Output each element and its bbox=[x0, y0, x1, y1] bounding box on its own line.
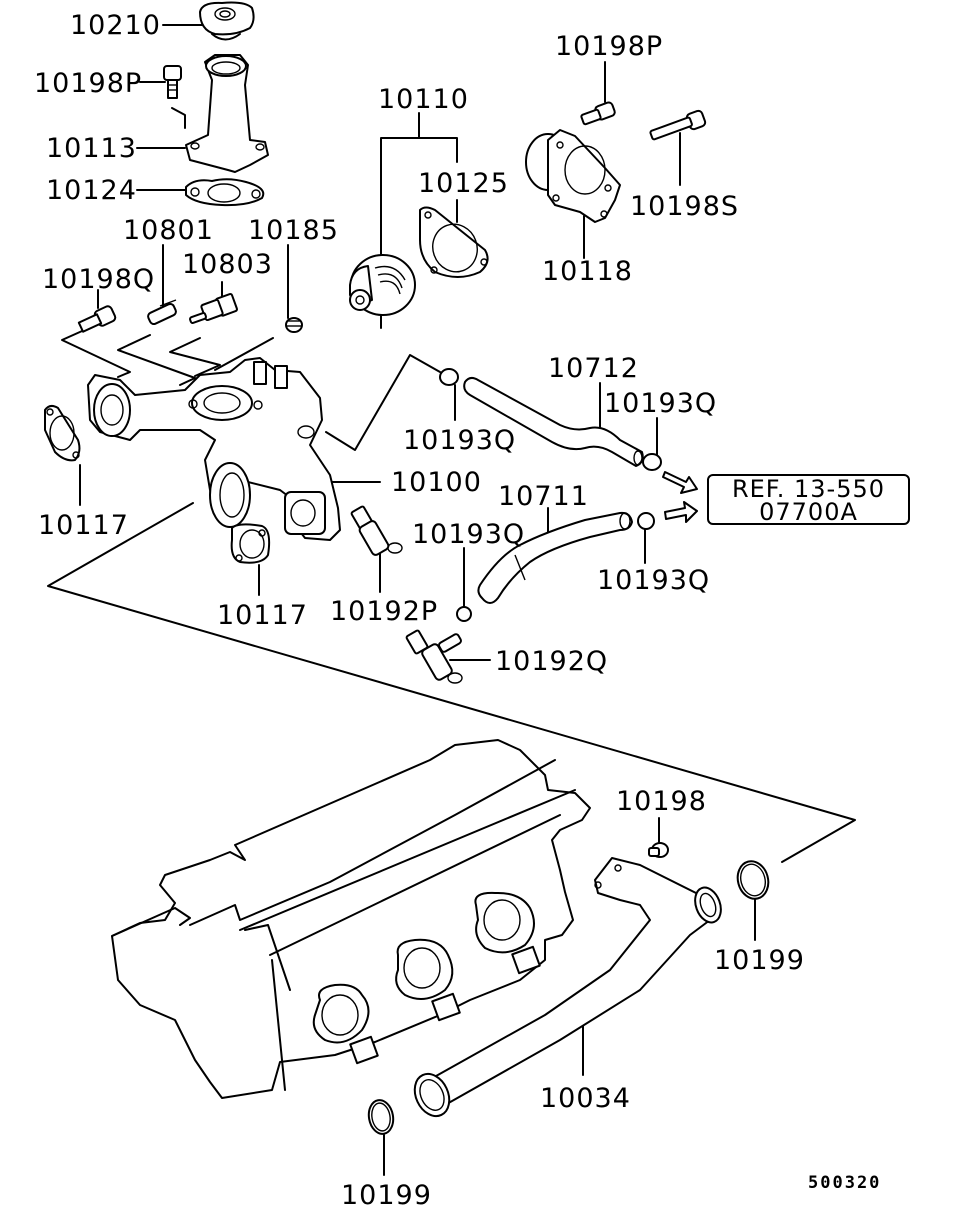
reference-box[interactable]: REF. 13-550 07700A bbox=[707, 474, 910, 525]
part-label-10193Q[interactable]: 10193Q bbox=[597, 565, 711, 596]
thermostat-icon bbox=[349, 254, 416, 316]
part-label-10199[interactable]: 10199 bbox=[341, 1180, 432, 1211]
temperature-sensor-icon bbox=[189, 293, 238, 324]
plug-icon bbox=[285, 317, 303, 333]
o-ring-icon bbox=[367, 1099, 395, 1135]
part-label-10210[interactable]: 10210 bbox=[70, 10, 161, 41]
thermostat-case-icon bbox=[525, 129, 621, 223]
gasket-icon bbox=[185, 178, 265, 207]
part-label-10193Q[interactable]: 10193Q bbox=[604, 388, 718, 419]
part-label-10198S[interactable]: 10198S bbox=[630, 191, 740, 222]
part-label-10801[interactable]: 10801 bbox=[123, 215, 214, 246]
part-label-10124[interactable]: 10124 bbox=[46, 175, 137, 206]
part-label-10100[interactable]: 10100 bbox=[391, 467, 482, 498]
water-outlet-fitting-icon bbox=[185, 54, 269, 173]
illustration-code: 500320 bbox=[808, 1173, 882, 1193]
thermostat-gasket-icon bbox=[419, 206, 489, 278]
part-label-10198[interactable]: 10198 bbox=[616, 786, 707, 817]
hose-clamp-icon bbox=[439, 368, 662, 622]
part-label-10117[interactable]: 10117 bbox=[38, 510, 129, 541]
part-label-10198P[interactable]: 10198P bbox=[555, 31, 664, 62]
part-label-10110[interactable]: 10110 bbox=[378, 84, 469, 115]
part-label-10192Q[interactable]: 10192Q bbox=[495, 646, 609, 677]
hose-icon bbox=[477, 511, 633, 604]
part-label-10711[interactable]: 10711 bbox=[498, 481, 589, 512]
part-label-10198Q[interactable]: 10198Q bbox=[42, 264, 156, 295]
part-label-10034[interactable]: 10034 bbox=[540, 1083, 631, 1114]
o-ring-icon bbox=[736, 860, 770, 900]
gasket-icon bbox=[230, 523, 271, 564]
gasket-icon bbox=[44, 404, 81, 462]
part-label-10192P[interactable]: 10192P bbox=[330, 596, 439, 627]
part-label-10125[interactable]: 10125 bbox=[418, 168, 509, 199]
bolt-icon bbox=[580, 101, 616, 126]
part-label-10113[interactable]: 10113 bbox=[46, 133, 137, 164]
hose-nipple-icon bbox=[350, 505, 403, 556]
water-pipe-icon bbox=[413, 857, 722, 1118]
part-label-10803[interactable]: 10803 bbox=[182, 249, 273, 280]
bolt-icon bbox=[648, 842, 669, 858]
part-label-10185[interactable]: 10185 bbox=[248, 215, 339, 246]
arrow-icon bbox=[662, 471, 698, 523]
sensor-icon bbox=[147, 299, 177, 326]
part-label-10193Q[interactable]: 10193Q bbox=[412, 519, 526, 550]
bolt-icon bbox=[77, 305, 117, 333]
part-label-10198P[interactable]: 10198P bbox=[34, 68, 143, 99]
part-label-10117[interactable]: 10117 bbox=[217, 600, 308, 631]
bolt-icon bbox=[163, 65, 182, 99]
reference-line-1: REF. 13-550 bbox=[731, 475, 886, 503]
water-outlet-manifold-icon bbox=[87, 357, 341, 541]
part-label-10199[interactable]: 10199 bbox=[714, 945, 805, 976]
leader-lines bbox=[47, 24, 856, 1176]
hose-icon bbox=[463, 376, 644, 467]
hose-nipple-icon bbox=[405, 629, 463, 684]
cylinder-head-icon bbox=[111, 739, 591, 1099]
part-label-10118[interactable]: 10118 bbox=[542, 256, 633, 287]
bolt-icon bbox=[649, 109, 707, 141]
part-label-10193Q[interactable]: 10193Q bbox=[403, 425, 517, 456]
reference-line-2: 07700A bbox=[759, 498, 858, 526]
part-label-10712[interactable]: 10712 bbox=[548, 353, 639, 384]
radiator-cap-icon bbox=[199, 1, 255, 41]
